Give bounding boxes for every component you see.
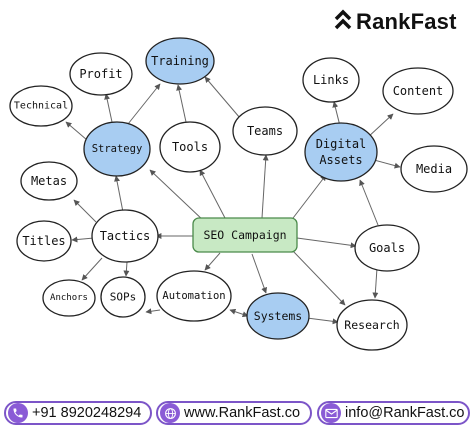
node-profit-shape: [69, 52, 133, 96]
connector-center-strategy: [149, 169, 206, 223]
connector-strategy-profit: [104, 93, 113, 123]
email-pill[interactable]: info@RankFast.co: [317, 401, 470, 425]
connector-automation-sops: [145, 308, 161, 315]
connector-center-teams: [261, 154, 269, 219]
website-url: www.RankFast.co: [184, 405, 301, 421]
phone-number: +91 8920248294: [32, 405, 142, 421]
node-links: Links: [313, 73, 349, 87]
connector-center-tools: [199, 169, 226, 219]
node-technical: Technical: [14, 101, 68, 112]
phone-icon: [8, 403, 28, 423]
node-tools: Tools: [172, 140, 208, 154]
connector-tactics-titles: [71, 236, 95, 243]
website-pill[interactable]: www.RankFast.co: [156, 401, 312, 425]
connector-tactics-strategy: [114, 175, 124, 213]
node-systems-shape: [246, 292, 310, 340]
node-training-shape: [145, 37, 215, 85]
node-media-shape: [400, 145, 468, 193]
brand-name: RankFast: [356, 9, 457, 34]
connector-center-goals: [296, 237, 357, 249]
globe-icon: [160, 403, 180, 423]
connector-tools-training: [176, 84, 187, 123]
connector-strategy-technical: [65, 121, 88, 141]
node-digital-line1: Digital: [316, 137, 367, 151]
node-research: Research: [344, 318, 399, 332]
node-systems: Systems: [254, 309, 302, 323]
node-teams-shape: [232, 106, 298, 156]
node-tactics: Tactics: [100, 229, 151, 243]
connectors: [65, 76, 401, 325]
node-sops: SOPs: [110, 291, 137, 304]
connector-strategy-training: [127, 83, 161, 125]
node-profit: Profit: [79, 67, 122, 81]
node-anchors: Anchors: [50, 293, 88, 303]
node-automation: Automation: [162, 290, 225, 302]
node-titles-shape: [16, 220, 72, 262]
connector-center-research: [291, 249, 346, 306]
node-tools-shape: [159, 121, 221, 173]
node-media: Media: [416, 162, 452, 176]
connector-tactics-sops: [123, 261, 130, 277]
node-tactics-shape: [91, 209, 159, 263]
node-training: Training: [151, 54, 209, 68]
connector-center-automation: [204, 252, 221, 271]
node-metas-shape: [20, 161, 78, 201]
connector-digital-content: [366, 113, 394, 139]
node-digital-shape: [304, 122, 378, 182]
connector-goals-digital: [359, 179, 379, 226]
connector-digital-media: [373, 159, 401, 169]
double-chevron-up-icon: [334, 9, 352, 35]
connector-teams-training: [204, 76, 241, 119]
node-goals: Goals: [369, 241, 405, 255]
node-research-shape: [336, 299, 408, 351]
connector-tactics-metas: [73, 199, 97, 223]
connector-systems-automation: [229, 308, 249, 318]
node-strategy-shape: [83, 121, 151, 177]
connector-center-digital: [289, 174, 327, 223]
center-node-shape: [192, 217, 298, 253]
node-anchors-shape: [42, 279, 96, 317]
node-teams: Teams: [247, 124, 283, 138]
node-goals-shape: [354, 224, 420, 272]
phone-pill[interactable]: +91 8920248294: [4, 401, 152, 425]
brand-logo: RankFast: [334, 8, 457, 36]
connector-digital-links: [332, 101, 341, 127]
mail-icon: [321, 403, 341, 423]
node-content: Content: [393, 84, 444, 98]
node-strategy: Strategy: [92, 143, 143, 155]
connector-tactics-anchors: [81, 257, 103, 281]
contact-footer: +91 8920248294 www.RankFast.co info@Rank…: [0, 398, 474, 431]
node-sops-shape: [100, 276, 146, 318]
connector-center-systems: [251, 253, 267, 294]
node-digital-line2: Assets: [319, 153, 362, 167]
connector-goals-research: [372, 267, 379, 299]
node-content-shape: [382, 67, 454, 115]
center-node: SEO Campaign: [203, 228, 286, 242]
node-links-shape: [302, 57, 360, 103]
connector-systems-research: [306, 317, 339, 325]
node-metas: Metas: [31, 174, 67, 188]
node-technical-shape: [9, 85, 73, 127]
email-address: info@RankFast.co: [345, 405, 465, 421]
node-automation-shape: [156, 270, 232, 322]
node-titles: Titles: [22, 234, 65, 248]
